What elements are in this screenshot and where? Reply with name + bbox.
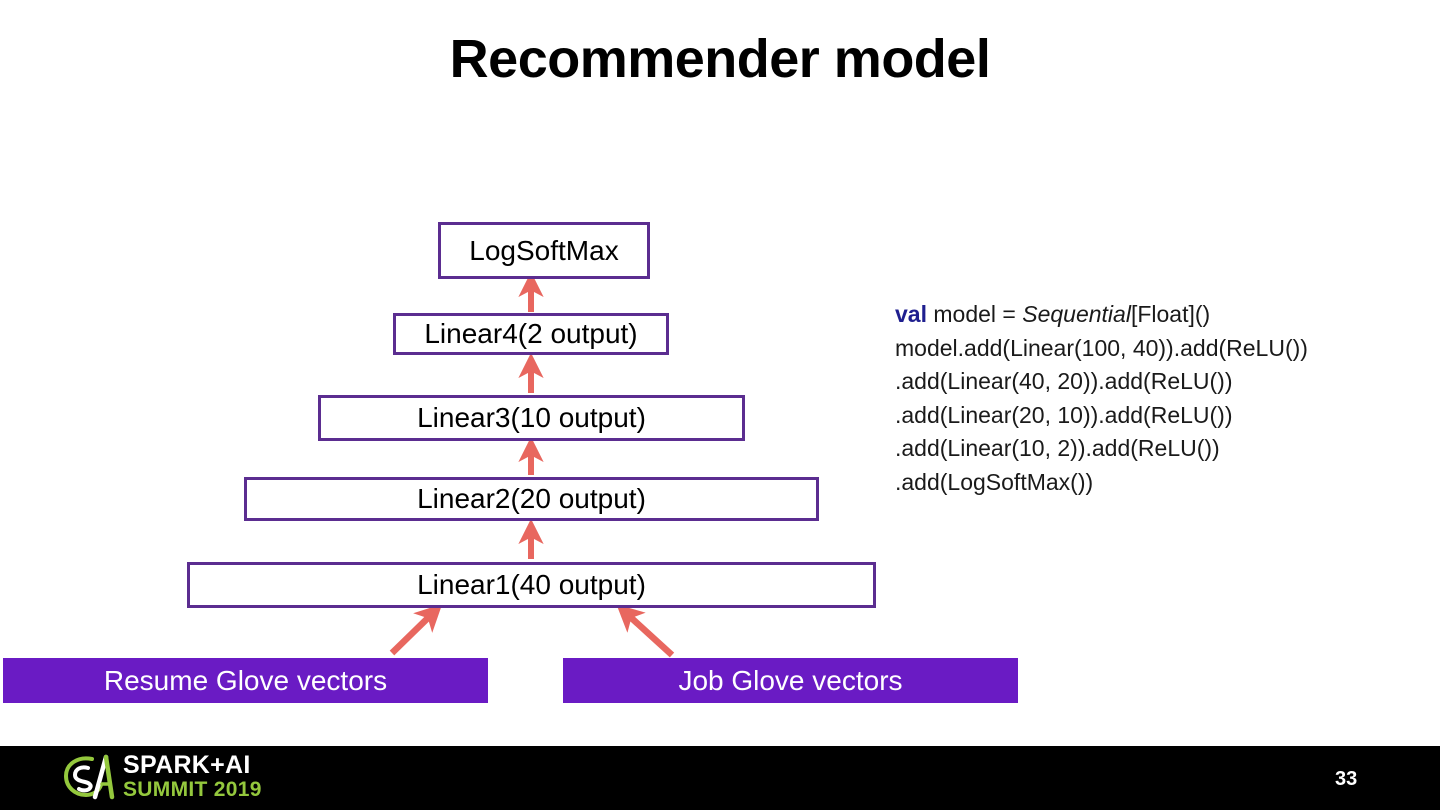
brand-wordmark: SPARK+AI SUMMIT 2019 (123, 751, 262, 802)
brand-line-summit-year: SUMMIT 2019 (123, 778, 262, 801)
arrow-job-to-linear1 (616, 604, 675, 658)
code-keyword-val: val (895, 301, 927, 327)
page-title: Recommender model (449, 29, 991, 89)
node-linear3-label: Linear3(10 output) (417, 402, 646, 433)
code-line-4: .add(Linear(20, 10)).add(ReLU()) (895, 401, 1233, 428)
code-type-sequential: Sequential (1022, 301, 1131, 327)
node-linear3: Linear3(10 output) (318, 395, 745, 441)
node-linear4: Linear4(2 output) (393, 313, 669, 355)
node-linear4-label: Linear4(2 output) (424, 318, 638, 349)
node-linear2-label: Linear2(20 output) (417, 483, 646, 514)
spark-ai-summit-logo: SPARK+AI SUMMIT 2019 (62, 752, 262, 802)
node-resume-label: Resume Glove vectors (103, 664, 388, 696)
code-line-1-tail: [Float]() (1130, 301, 1211, 327)
node-resume-glove-vectors: Resume Glove vectors (3, 658, 488, 703)
node-linear1-label: Linear1(40 output) (417, 569, 646, 600)
code-line-1: val model = Sequential[Float]() (895, 298, 1415, 332)
code-line-5: .add(Linear(10, 2)).add(ReLU()) (895, 435, 1220, 461)
brand-line-spark-ai: SPARK+AI (123, 751, 251, 779)
node-logsoftmax-label: LogSoftMax (469, 234, 619, 266)
code-line-3: .add(Linear(40, 20)).add(ReLU()) (895, 368, 1233, 394)
node-linear2: Linear2(20 output) (244, 477, 819, 521)
code-line-6: .add(LogSoftMax()) (895, 468, 1094, 495)
code-line-1-mid: model = (926, 301, 1023, 327)
arrow-resume-to-linear1 (389, 604, 443, 656)
code-snippet: val model = Sequential[Float]() model.ad… (895, 298, 1415, 499)
node-linear1: Linear1(40 output) (187, 562, 876, 608)
code-line-2: model.add(Linear(100, 40)).add(ReLU()) (895, 334, 1308, 361)
spark-summit-mark-icon (63, 754, 115, 800)
node-job-label: Job Glove vectors (678, 664, 903, 696)
node-job-glove-vectors: Job Glove vectors (563, 658, 1018, 703)
footer-bar (0, 746, 1440, 810)
page-number: 33 (1335, 768, 1358, 790)
node-logsoftmax: LogSoftMax (438, 222, 650, 279)
